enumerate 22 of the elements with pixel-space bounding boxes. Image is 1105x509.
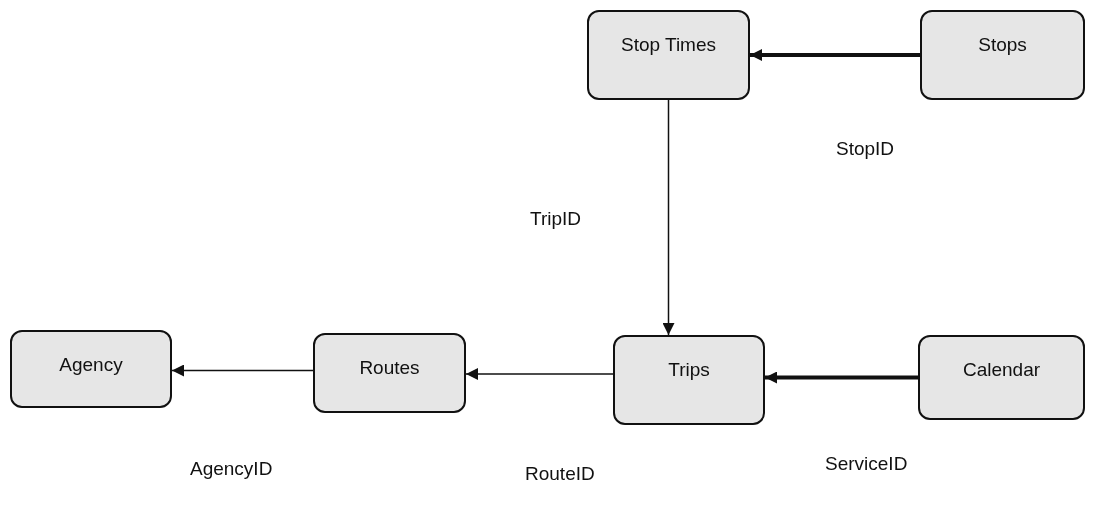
key-label: AgencyID xyxy=(190,458,273,480)
entity-name: Agency xyxy=(58,354,124,376)
entity-box xyxy=(587,10,750,100)
entity-box xyxy=(613,335,765,425)
entity-name: Trips xyxy=(667,359,711,381)
arrow xyxy=(465,368,614,380)
key-label: StopID xyxy=(836,138,895,160)
entity-name: Calendar xyxy=(961,359,1042,381)
arrow xyxy=(662,99,675,336)
entity-box xyxy=(918,335,1085,420)
entity-box xyxy=(313,333,466,413)
key-label: TripID xyxy=(530,208,582,230)
arrow xyxy=(765,371,918,384)
entity-box xyxy=(920,10,1085,100)
arrow xyxy=(750,49,920,61)
entity-name: Stop Times xyxy=(619,34,717,56)
entity-name: Stops xyxy=(977,34,1028,56)
key-label: RouteID xyxy=(525,463,595,485)
arrow xyxy=(171,364,314,377)
entity-box xyxy=(10,330,172,408)
key-label: ServiceID xyxy=(825,453,908,475)
entity-name: Routes xyxy=(358,357,421,379)
